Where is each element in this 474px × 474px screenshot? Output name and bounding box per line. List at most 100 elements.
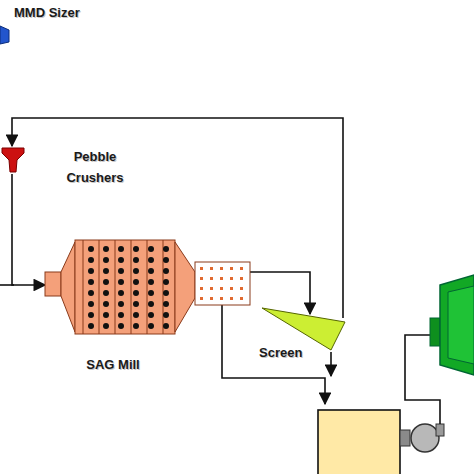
drawing-part bbox=[88, 246, 94, 252]
drawing-part bbox=[88, 257, 94, 263]
drawing-part bbox=[118, 257, 124, 263]
drawing-part bbox=[83, 240, 84, 334]
screen-symbol bbox=[262, 308, 345, 350]
drawing-part bbox=[45, 272, 61, 296]
unit-label: SAG Mill bbox=[73, 354, 153, 375]
drawing-part bbox=[133, 312, 139, 318]
drawing-part bbox=[148, 323, 154, 329]
drawing-part bbox=[220, 277, 223, 280]
drawing-part bbox=[200, 277, 203, 280]
drawing-part bbox=[440, 275, 474, 375]
flow-arrow bbox=[250, 272, 310, 314]
drawing-part bbox=[2, 148, 24, 172]
drawing-part bbox=[240, 277, 243, 280]
drawing-part bbox=[210, 277, 213, 280]
drawing-part bbox=[200, 267, 203, 270]
drawing-part bbox=[118, 246, 124, 252]
drawing-part bbox=[210, 297, 213, 300]
drawing-part bbox=[88, 279, 94, 285]
drawing-part bbox=[220, 297, 223, 300]
drawing-part bbox=[262, 308, 345, 350]
drawing-part bbox=[200, 297, 203, 300]
drawing-part bbox=[118, 312, 124, 318]
drawing-part bbox=[163, 257, 169, 263]
drawing-part bbox=[163, 246, 169, 252]
drawing-part bbox=[118, 268, 124, 274]
pump-symbol bbox=[400, 424, 444, 452]
drawing-part bbox=[163, 268, 169, 274]
undersize-line bbox=[330, 352, 332, 376]
drawing-part bbox=[163, 290, 169, 296]
drawing-part bbox=[148, 279, 154, 285]
drawing-part bbox=[430, 318, 440, 346]
mill-unit: SAG Mill bbox=[45, 232, 255, 377]
drawing-part bbox=[148, 301, 154, 307]
drawing-part bbox=[88, 290, 94, 296]
drawing-part bbox=[133, 246, 139, 252]
drawing-part bbox=[103, 246, 109, 252]
drawing-part bbox=[103, 290, 109, 296]
drawing-part bbox=[175, 242, 195, 332]
drawing-part bbox=[103, 301, 109, 307]
drawing-part bbox=[103, 268, 109, 274]
drawing-part bbox=[88, 301, 94, 307]
drawing-part bbox=[163, 301, 169, 307]
drawing-part bbox=[103, 323, 109, 329]
crusher-symbol bbox=[2, 148, 24, 172]
drawing-part bbox=[148, 246, 154, 252]
drawing-part bbox=[230, 287, 233, 290]
unit-label: Pebble Crushers bbox=[60, 146, 130, 188]
sizer-symbol bbox=[0, 26, 9, 44]
drawing-part bbox=[118, 323, 124, 329]
drawing-part bbox=[61, 242, 75, 332]
drawing-part bbox=[163, 312, 169, 318]
drawing-part bbox=[115, 240, 116, 334]
drawing-part bbox=[148, 257, 154, 263]
drawing-part bbox=[133, 290, 139, 296]
drawing-part bbox=[163, 279, 169, 285]
drawing-part bbox=[88, 268, 94, 274]
drawing-part bbox=[118, 279, 124, 285]
drawing-part bbox=[148, 312, 154, 318]
sizer-unit: MMD Sizer bbox=[0, 0, 110, 46]
drawing-part bbox=[240, 267, 243, 270]
drawing-part bbox=[240, 287, 243, 290]
drawing-part bbox=[75, 240, 175, 334]
drawing-part bbox=[103, 279, 109, 285]
drawing-part bbox=[133, 279, 139, 285]
drawing-part bbox=[103, 257, 109, 263]
unit-label: Screen bbox=[259, 342, 319, 363]
drawing-part bbox=[118, 301, 124, 307]
drawing-part bbox=[148, 290, 154, 296]
drawing-part bbox=[210, 267, 213, 270]
drawing-part bbox=[133, 301, 139, 307]
drawing-part bbox=[230, 277, 233, 280]
drawing-part bbox=[148, 268, 154, 274]
drawing-part bbox=[210, 287, 213, 290]
drawing-part bbox=[103, 312, 109, 318]
drawing-part bbox=[131, 240, 132, 334]
drawing-part bbox=[400, 430, 410, 446]
drawing-part bbox=[230, 267, 233, 270]
unit-icon bbox=[2, 140, 134, 196]
drawing-part bbox=[220, 287, 223, 290]
drawing-part bbox=[200, 287, 203, 290]
cyclone-symbol bbox=[430, 275, 474, 375]
unit-label: MMD Sizer bbox=[14, 2, 106, 23]
drawing-part bbox=[147, 240, 148, 334]
drawing-part bbox=[230, 297, 233, 300]
flow-arrow bbox=[12, 174, 45, 285]
drawing-part bbox=[436, 424, 444, 436]
drawing-part bbox=[448, 286, 474, 364]
sag-mill-symbol bbox=[45, 240, 250, 334]
drawing-part bbox=[133, 257, 139, 263]
cyclone-feed-line bbox=[405, 335, 440, 424]
drawing-part bbox=[118, 290, 124, 296]
drawing-part bbox=[133, 323, 139, 329]
drawing-part bbox=[99, 240, 100, 334]
drawing-part bbox=[88, 312, 94, 318]
drawing-part bbox=[0, 26, 9, 44]
drawing-part bbox=[220, 267, 223, 270]
